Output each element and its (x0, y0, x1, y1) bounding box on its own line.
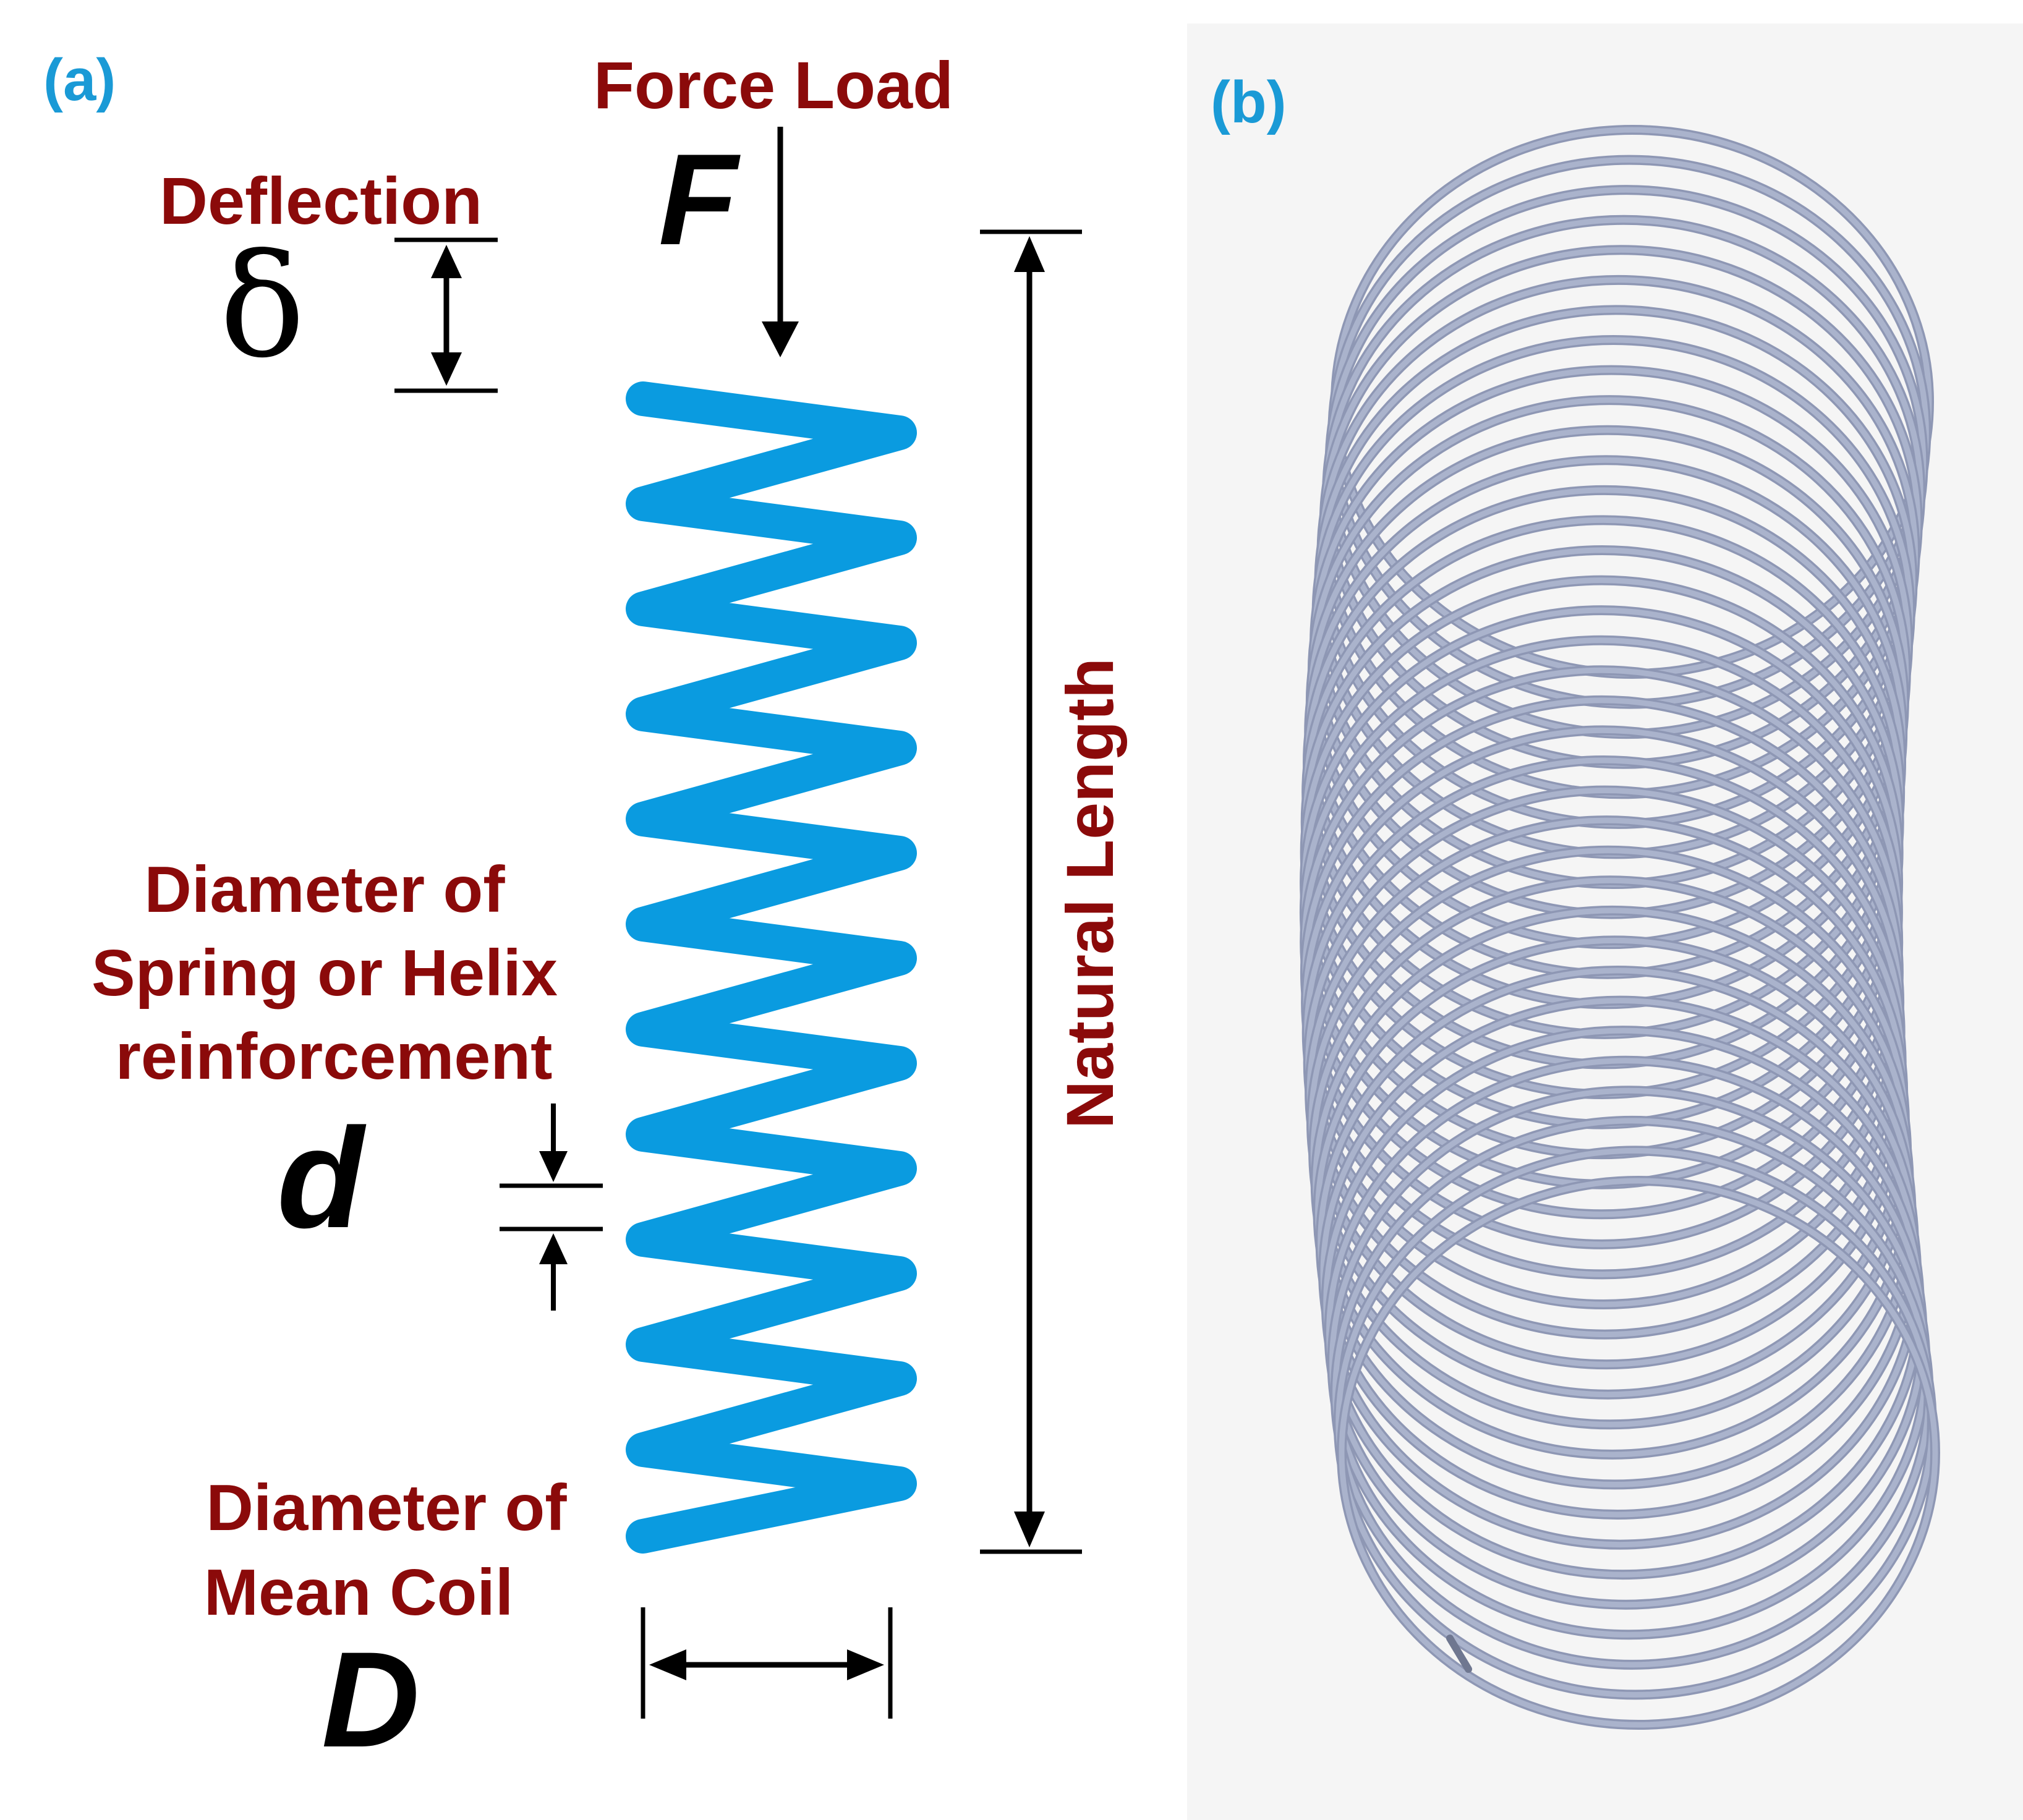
wire-diameter-dimension (500, 1103, 603, 1311)
deflection-label: Deflection (160, 163, 482, 238)
force-symbol: F (658, 127, 741, 272)
mean-coil-dimension (641, 1607, 893, 1719)
natural-length-label: Natural Length (1052, 658, 1127, 1129)
mean-coil-symbol: D (322, 1623, 420, 1775)
force-load-label: Force Load (594, 48, 953, 122)
helix-reinforcement (1299, 125, 1940, 1730)
mean-coil-line-1: Diameter of (206, 1471, 567, 1544)
helix-wire-end (1446, 1635, 1472, 1673)
panel-a: (a) Force Load F Deflection δ Natural (43, 47, 1127, 1775)
wire-diameter-line-3: reinforcement (116, 1020, 553, 1093)
natural-length-dimension (980, 229, 1082, 1554)
wire-diameter-symbol: d (277, 1099, 367, 1257)
force-arrow (762, 127, 799, 357)
spring-coil (626, 381, 917, 1554)
helix-turn-highlight (1339, 1178, 1938, 1728)
panel-a-label: (a) (43, 47, 116, 113)
mean-coil-line-2: Mean Coil (204, 1556, 514, 1629)
wire-diameter-line-2: Spring or Helix (92, 937, 558, 1010)
panel-b-label: (b) (1211, 69, 1287, 135)
deflection-symbol: δ (219, 224, 305, 389)
wire-diameter-label: Diameter of Spring or Helix reinforcemen… (92, 853, 558, 1093)
deflection-dimension (394, 237, 498, 393)
mean-coil-label: Diameter of Mean Coil (204, 1471, 568, 1629)
panel-b: (b) (1187, 23, 2023, 1820)
wire-diameter-line-1: Diameter of (144, 853, 505, 926)
